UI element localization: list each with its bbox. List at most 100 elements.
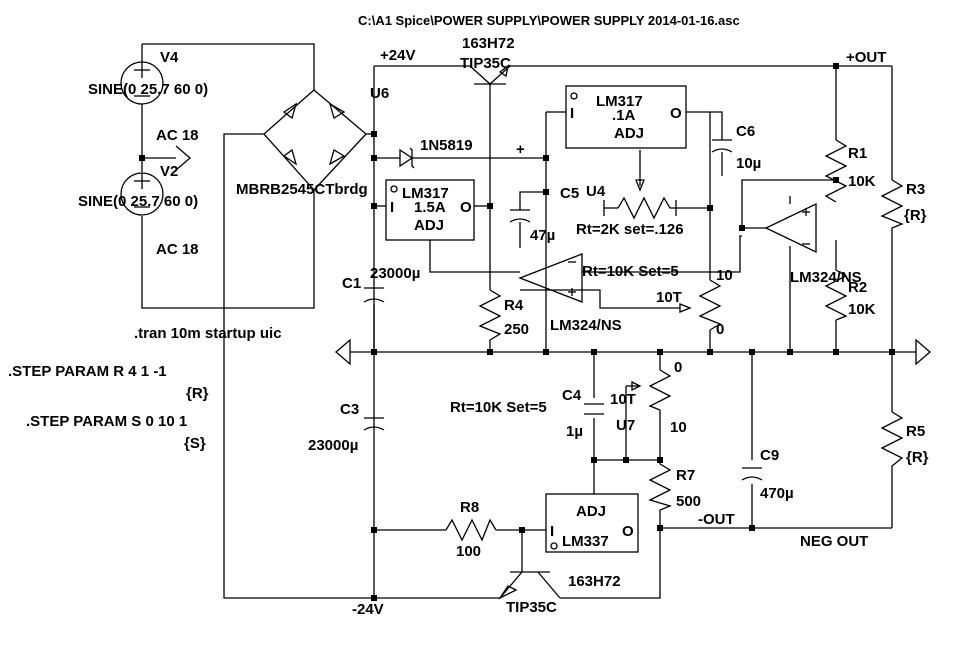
label-lm337-i: I bbox=[550, 523, 554, 540]
label-pot-low-name: 10T bbox=[610, 391, 636, 408]
label-bridge: MBRB2545CTbrdg bbox=[236, 181, 368, 198]
junction-dot bbox=[739, 225, 745, 231]
label-r8: R8 bbox=[460, 499, 479, 516]
junction-dot bbox=[371, 349, 377, 355]
label-u4: U4 bbox=[586, 183, 606, 200]
label-ac2: AC 18 bbox=[156, 241, 199, 258]
junction-dot bbox=[487, 349, 493, 355]
capacitor-c1 bbox=[363, 287, 385, 303]
label-r2: R2 bbox=[848, 279, 867, 296]
label-lm317a-o: O bbox=[670, 105, 682, 122]
junction-dot bbox=[591, 457, 597, 463]
v2-source-symbol bbox=[120, 172, 164, 216]
junction-dot bbox=[139, 155, 145, 161]
junction-dot bbox=[543, 189, 549, 195]
label-r1: R1 bbox=[848, 145, 867, 162]
label-u6: U6 bbox=[370, 85, 389, 102]
opamp-mid-symbol bbox=[518, 253, 583, 303]
label-r2-value: 10K bbox=[848, 301, 876, 318]
diode-symbol bbox=[399, 147, 415, 169]
label-lm337-adj: ADJ bbox=[576, 503, 606, 520]
junction-dot bbox=[749, 525, 755, 531]
label-pot-low-top: 0 bbox=[674, 359, 682, 376]
capacitor-c4 bbox=[584, 403, 604, 415]
label-c3-value: 23000µ bbox=[308, 437, 358, 454]
label-pot-low: Rt=10K Set=5 bbox=[450, 399, 547, 416]
junction-dot bbox=[371, 131, 377, 137]
label-u7: U7 bbox=[616, 417, 635, 434]
label-r4-value: 250 bbox=[504, 321, 529, 338]
wires bbox=[141, 43, 916, 599]
label-r3-value: {R} bbox=[904, 207, 927, 224]
label-lm337-o: O bbox=[622, 523, 634, 540]
label-v2: V2 bbox=[160, 163, 178, 180]
label-v4: V4 bbox=[160, 49, 179, 66]
resistor-r7 bbox=[648, 463, 672, 511]
label-minus24v: -24V bbox=[352, 601, 384, 618]
wire bbox=[710, 111, 723, 140]
junction-dot bbox=[657, 349, 663, 355]
wire bbox=[686, 111, 711, 280]
label-opamp-mid: LM324/NS bbox=[550, 317, 622, 334]
label-step-r-value: {R} bbox=[186, 385, 209, 402]
v4-source-symbol bbox=[120, 61, 164, 105]
wire bbox=[223, 133, 374, 599]
lm337-regulator bbox=[545, 493, 639, 553]
label-lm337-name: LM337 bbox=[562, 533, 609, 550]
label-q-bottom-type: TIP35C bbox=[506, 599, 557, 616]
junction-dot bbox=[787, 349, 793, 355]
wire bbox=[560, 528, 661, 599]
label-neg-out: NEG OUT bbox=[800, 533, 868, 550]
wire bbox=[710, 235, 742, 273]
resistor-r5 bbox=[880, 411, 904, 467]
resistor-r8 bbox=[445, 518, 497, 542]
label-lm317a-i: I bbox=[570, 105, 574, 122]
junction-dot bbox=[371, 203, 377, 209]
wire bbox=[141, 190, 315, 309]
label-q-bottom-model: 163H72 bbox=[568, 573, 621, 590]
junction-dot bbox=[519, 527, 525, 533]
capacitor-c9 bbox=[741, 467, 763, 481]
label-q-top-type: TIP35C bbox=[460, 55, 511, 72]
wire bbox=[520, 289, 680, 309]
schematic-title: C:\A1 Spice\POWER SUPPLY\POWER SUPPLY 20… bbox=[358, 13, 740, 28]
transistor-bottom-symbol bbox=[498, 556, 561, 600]
label-ac1: AC 18 bbox=[156, 127, 199, 144]
label-c5-value: 47µ bbox=[530, 227, 555, 244]
label-c4: C4 bbox=[562, 387, 582, 404]
label-plus-sign: + bbox=[516, 141, 525, 158]
resistor-r1 bbox=[824, 139, 848, 203]
junction-dot bbox=[833, 63, 839, 69]
label-pot-u4: Rt=2K set=.126 bbox=[576, 221, 684, 238]
label-step-r: .STEP PARAM R 4 1 -1 bbox=[8, 363, 167, 380]
label-plus-out: +OUT bbox=[846, 49, 886, 66]
label-tran-directive: .tran 10m startup uic bbox=[134, 325, 282, 342]
lm317-regulator-main bbox=[385, 179, 475, 241]
junction-dot bbox=[623, 457, 629, 463]
potentiometer-low bbox=[626, 369, 672, 411]
label-lm317a-rating: .1A bbox=[612, 107, 636, 124]
label-c6: C6 bbox=[736, 123, 755, 140]
label-lm317a-name: LM317 bbox=[596, 93, 643, 110]
junction-dot bbox=[707, 349, 713, 355]
capacitor-c6 bbox=[711, 139, 733, 176]
label-pot-mid: Rt=10K Set=5 bbox=[582, 263, 679, 280]
ground-flag-icon bbox=[175, 145, 191, 171]
rail-arrow-left-icon bbox=[335, 338, 351, 366]
label-pot-mid-name: 10T bbox=[656, 289, 682, 306]
label-c1-value: 23000µ bbox=[370, 265, 420, 282]
junction-dot bbox=[657, 457, 663, 463]
junction-dot bbox=[707, 205, 713, 211]
label-r5-value: {R} bbox=[906, 449, 929, 466]
label-r5: R5 bbox=[906, 423, 925, 440]
transistor-top-symbol bbox=[469, 64, 511, 100]
rail-arrow-right-icon bbox=[915, 338, 931, 366]
label-c9-value: 470µ bbox=[760, 485, 794, 502]
label-pot-mid-top: 10 bbox=[716, 267, 733, 284]
junction-dot bbox=[371, 527, 377, 533]
label-q-top-model: 163H72 bbox=[462, 35, 515, 52]
label-v4-func: SINE(0 25.7 60 0) bbox=[88, 81, 208, 98]
label-c3: C3 bbox=[340, 401, 359, 418]
